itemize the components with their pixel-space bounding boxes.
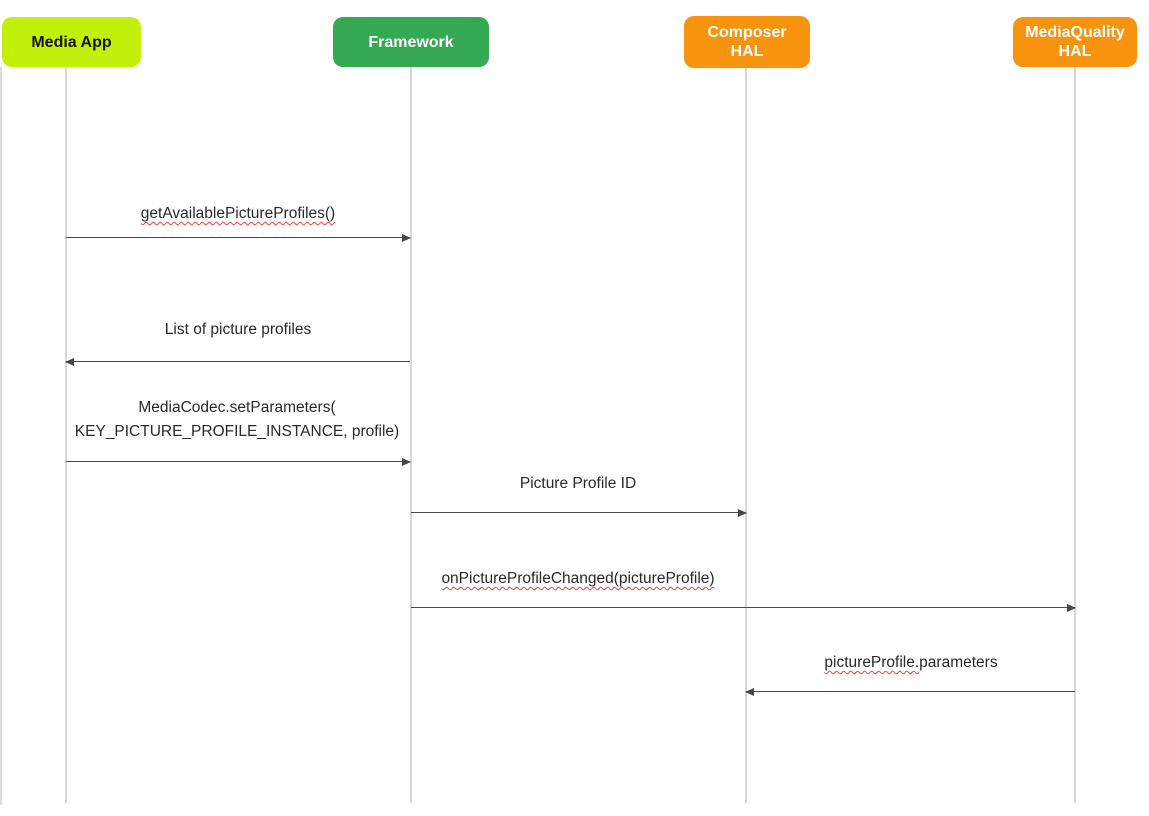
actor-box-media-app[interactable]: Media App — [2, 17, 141, 67]
message-6-text-plain: parameters — [919, 654, 998, 671]
actor-label-mediaquality-hal-line1: MediaQuality — [1025, 24, 1125, 41]
arrowhead-left-icon — [745, 688, 754, 696]
actor-box-composer-hal[interactable]: Composer HAL — [684, 16, 810, 68]
actor-box-framework[interactable]: Framework — [333, 17, 489, 67]
message-6-arrow — [745, 688, 1075, 696]
message-3-text-line1: MediaCodec.setParameters( — [138, 399, 336, 416]
actor-label-framework: Framework — [368, 33, 454, 51]
lifeline-media-app — [65, 67, 67, 803]
arrowhead-right-icon — [402, 458, 411, 466]
actor-label-composer-hal-line2: HAL — [730, 43, 764, 60]
message-2-arrow — [65, 358, 410, 366]
actor-box-mediaquality-hal[interactable]: MediaQuality HAL — [1013, 17, 1137, 67]
message-3-text-line2: KEY_PICTURE_PROFILE_INSTANCE, profile) — [74, 423, 400, 440]
message-1-arrow — [66, 234, 411, 242]
message-3-arrow — [66, 458, 411, 466]
message-4-text: Picture Profile ID — [519, 475, 637, 492]
actor-label-media-app: Media App — [31, 33, 112, 51]
message-4-label[interactable]: Picture Profile ID — [520, 472, 636, 496]
message-6-text-flagged: pictureProfile. — [824, 654, 920, 671]
message-1-text: getAvailablePictureProfiles() — [140, 205, 336, 222]
message-5-arrow — [411, 604, 1076, 612]
actor-label-composer-hal-line1: Composer — [707, 24, 787, 41]
slide-left-edge-line — [0, 67, 2, 805]
actor-label-mediaquality-hal-line2: HAL — [1058, 43, 1092, 60]
lifeline-composer-hal — [745, 67, 747, 803]
lifeline-framework — [410, 67, 412, 803]
lifeline-mediaquality-hal — [1074, 67, 1076, 803]
message-5-label[interactable]: onPictureProfileChanged(pictureProfile) — [441, 567, 714, 591]
message-1-label[interactable]: getAvailablePictureProfiles() — [141, 202, 335, 226]
message-5-text: onPictureProfileChanged(pictureProfile) — [441, 570, 715, 587]
message-3-label[interactable]: MediaCodec.setParameters( KEY_PICTURE_PR… — [75, 396, 399, 444]
arrowhead-right-icon — [738, 509, 747, 517]
arrowhead-right-icon — [1067, 604, 1076, 612]
message-4-arrow — [411, 509, 747, 517]
arrowhead-right-icon — [402, 234, 411, 242]
message-2-label[interactable]: List of picture profiles — [165, 318, 311, 342]
arrowhead-left-icon — [65, 358, 74, 366]
message-6-label[interactable]: pictureProfile.parameters — [824, 651, 997, 675]
message-2-text: List of picture profiles — [164, 321, 312, 338]
